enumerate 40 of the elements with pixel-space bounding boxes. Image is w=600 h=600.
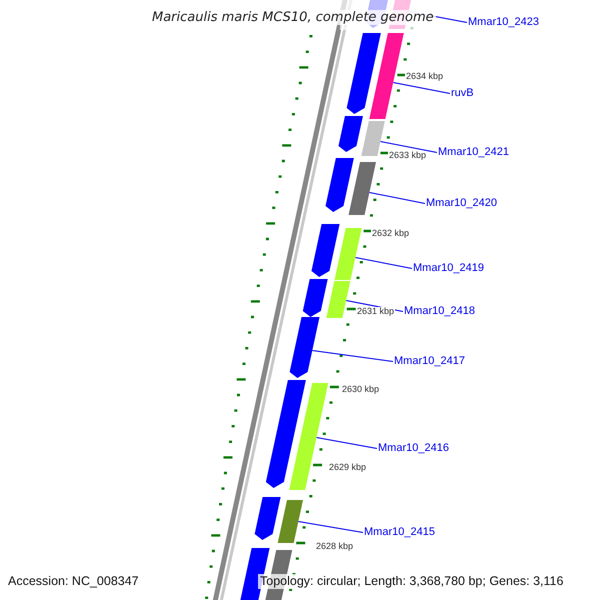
gene-label: Mmar10_2418 [404,306,475,317]
leader-line [316,437,378,449]
cds-feature [346,33,381,114]
leader-line [354,257,412,269]
gene-label: Mmar10_2421 [438,147,509,158]
gene-segment [326,281,350,318]
map-title: Maricaulis maris MCS10, complete genome [150,10,436,25]
scale-label: 2631 kbp [356,307,396,316]
cds-feature [254,497,281,540]
cds-feature [266,380,306,488]
scale-label: 2632 kbp [371,229,410,238]
cds-feature [326,158,354,212]
genome-info-text: Topology: circular; Length: 3,368,780 bp; Genes: 3,116 [258,574,566,588]
gene-label: Mmar10_2423 [468,17,539,28]
gene-segment [348,162,376,215]
scale-label: 2630 kbp [341,385,380,394]
gene-segment [289,383,328,490]
cds-feature [302,279,328,317]
scale-label: 2634 kbp [405,72,444,81]
scale-label: 2628 kbp [315,542,354,551]
gene-label: Mmar10_2420 [426,198,497,209]
gene-label: Mmar10_2415 [364,527,435,538]
gene-segment [369,33,404,119]
cds-feature [338,116,363,152]
scale-label: 2629 kbp [328,463,368,472]
leader-line [380,141,438,153]
gene-label: ruvB [451,88,474,99]
leader-line [312,350,394,362]
accession-text: Accession: NC_008347 [6,574,141,588]
cds-feature [290,317,320,378]
leader-line [298,521,364,533]
gene-label: Mmar10_2416 [378,443,449,454]
gene-segment [361,121,385,156]
gene-label: Mmar10_2419 [413,263,484,274]
gene-label: Mmar10_2417 [394,356,465,367]
leader-line [392,82,450,94]
gene-segment [278,500,303,543]
gene-segment [334,228,362,280]
scale-label: 2633 kbp [388,151,428,160]
leader-line [368,192,426,204]
